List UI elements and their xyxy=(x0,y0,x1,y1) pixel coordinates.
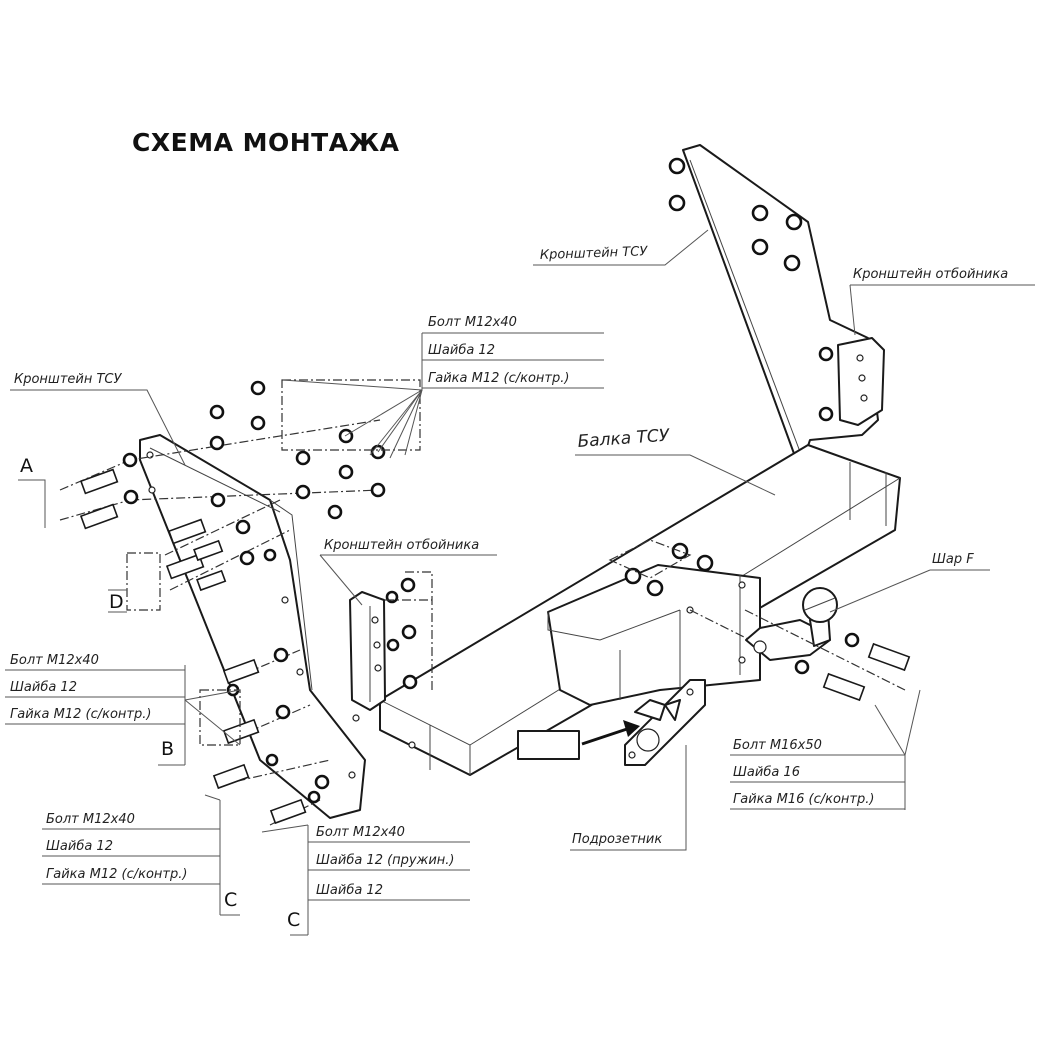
electrical-socket xyxy=(517,730,580,760)
label-bracket-tsu-top: Кронштейн ТСУ xyxy=(540,244,649,263)
labels: Кронштейн ТСУ Кронштейн отбойника Болт М… xyxy=(10,244,1008,931)
letter-d: D xyxy=(109,591,124,613)
m16-bolt-set xyxy=(744,609,911,702)
arrowhead-icon xyxy=(623,720,640,737)
letter-c1: C xyxy=(224,889,237,911)
label-c1-bolt: Болт М12х40 xyxy=(46,812,135,827)
label-c2-bolt: Болт М12х40 xyxy=(316,825,405,840)
label-ball: Шар F xyxy=(932,552,974,567)
letter-a: A xyxy=(20,455,33,477)
bracket-tsu-right xyxy=(668,144,885,475)
label-c2-spring-washer: Шайба 12 (пружин.) xyxy=(316,853,455,868)
letter-c2: C xyxy=(287,909,300,931)
left-bolt-set xyxy=(59,380,386,826)
label-top-washer: Шайба 12 xyxy=(428,343,495,358)
label-c1-nut: Гайка М12 (с/контр.) xyxy=(46,867,187,882)
page-title: СХЕМА МОНТАЖА xyxy=(132,128,400,157)
label-b-bolt: Болт М12х40 xyxy=(10,653,99,668)
towball xyxy=(745,587,838,661)
bracket-bumper-right xyxy=(837,337,885,426)
label-m16-washer: Шайба 16 xyxy=(733,765,800,780)
label-bracket-bumper-left: Кронштейн отбойника xyxy=(324,538,479,553)
label-c2-washer: Шайба 12 xyxy=(316,883,383,898)
letter-b: B xyxy=(161,738,174,760)
label-top-nut: Гайка М12 (с/контр.) xyxy=(428,371,569,386)
label-m16-bolt: Болт М16х50 xyxy=(733,738,822,753)
towbar-beam xyxy=(352,444,901,776)
label-socket-plate: Подрозетник xyxy=(572,832,662,847)
socket-plate xyxy=(624,679,706,766)
label-m16-nut: Гайка М16 (с/контр.) xyxy=(733,792,874,807)
label-bracket-bumper-right: Кронштейн отбойника xyxy=(853,267,1008,282)
label-top-bolt: Болт М12х40 xyxy=(428,315,517,330)
label-balka-tsu: Балка ТСУ xyxy=(577,426,671,452)
bracket-bumper-left xyxy=(349,571,433,711)
label-b-washer: Шайба 12 xyxy=(10,680,77,695)
label-bracket-tsu-left: Кронштейн ТСУ xyxy=(14,372,122,387)
leader-lines xyxy=(5,229,1035,936)
label-c1-washer: Шайба 12 xyxy=(46,839,113,854)
label-b-nut: Гайка М12 (с/контр.) xyxy=(10,707,151,722)
arrow-icon xyxy=(581,726,631,746)
